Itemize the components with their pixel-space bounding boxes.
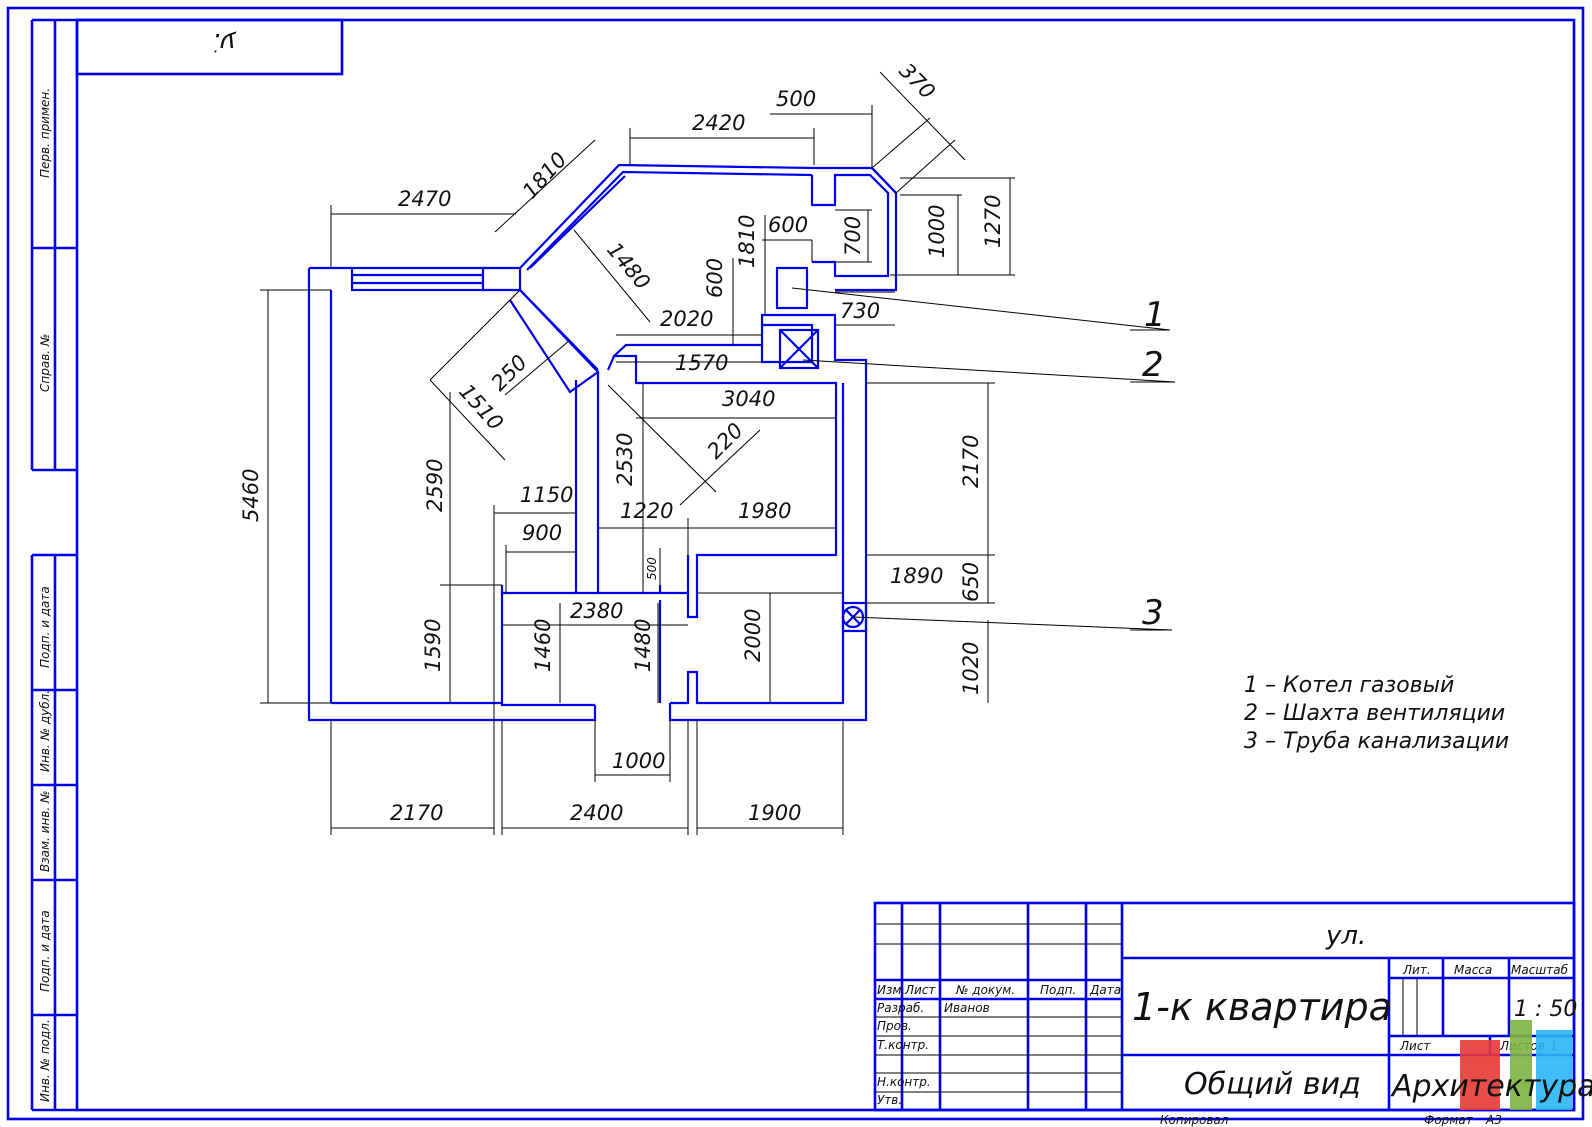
dim-2400: 2400 [570, 801, 623, 825]
role-developer: Разраб. [877, 1001, 924, 1015]
scale-value: 1 : 50 [1514, 997, 1577, 1022]
col-header-date: Дата [1089, 983, 1121, 997]
strip-label-6: Подп. и дата [38, 910, 52, 992]
col-header-izm: Изм. [877, 983, 905, 997]
format-label: Формат [1424, 1113, 1474, 1127]
strip-label-4: Инв. № дубл. [38, 690, 52, 772]
strip-label-7: Инв. № подл. [38, 1019, 52, 1102]
dim-900: 900 [522, 521, 562, 545]
strip-label-2: Справ. № [38, 334, 52, 392]
dim-1480b: 1480 [631, 619, 655, 672]
dim-5460: 5460 [239, 469, 263, 522]
callout-2: 2 [1142, 345, 1164, 385]
dim-730: 730 [840, 299, 880, 323]
dimension-lines [260, 71, 1176, 835]
dim-500b: 500 [645, 557, 659, 580]
strip-label-5: Взам. инв. № [38, 791, 52, 872]
dim-1460: 1460 [531, 619, 555, 672]
dim-1890: 1890 [890, 564, 943, 588]
dim-370: 370 [894, 59, 939, 104]
dim-2420: 2420 [692, 111, 745, 135]
dim-2020: 2020 [660, 307, 713, 331]
corner-field-text: ע.ׂ [212, 27, 237, 57]
gas-boiler [775, 266, 809, 310]
col-header-list: Лист [904, 983, 936, 997]
role-ncontrol: Н.контр. [877, 1075, 931, 1089]
dim-650: 650 [959, 562, 983, 602]
dim-2470: 2470 [398, 187, 451, 211]
sheet-name: Общий вид [1184, 1067, 1361, 1102]
dim-2380: 2380 [570, 599, 623, 623]
dim-1020: 1020 [959, 642, 983, 695]
callout-3: 3 [1142, 593, 1164, 633]
dim-220: 220 [703, 418, 748, 463]
dim-1590: 1590 [421, 619, 445, 672]
dim-2170h: 2170 [390, 801, 443, 825]
sheet-frame [6, 6, 1585, 1121]
dim-1480a: 1480 [602, 238, 655, 294]
legend-item-1: 1 – Котел газовый [1244, 673, 1454, 698]
copied-label: Копировал [1160, 1113, 1229, 1127]
dim-1900: 1900 [748, 801, 801, 825]
dim-1000b: 1000 [612, 749, 665, 773]
strip-label-1: Перв. примен. [38, 88, 52, 178]
dim-1270: 1270 [981, 195, 1005, 248]
walls [307, 163, 898, 722]
organization-name: Архитектура [1390, 1069, 1592, 1104]
dim-2590: 2590 [423, 459, 447, 512]
dim-1980: 1980 [738, 499, 791, 523]
legend-item-3: 3 – Труба канализации [1244, 729, 1509, 754]
role-approved: Утв. [877, 1093, 902, 1107]
dim-600b: 600 [768, 213, 808, 237]
dim-1570: 1570 [675, 351, 728, 375]
sheet-label: Лист [1399, 1039, 1431, 1053]
watermark-logo [1460, 1020, 1572, 1110]
format-value: А3 [1485, 1113, 1502, 1127]
dim-3040: 3040 [722, 387, 775, 411]
ventilation-shaft [778, 328, 820, 370]
legend-item-2: 2 – Шахта вентиляции [1244, 701, 1505, 726]
role-tcontrol: Т.контр. [877, 1038, 929, 1052]
dim-1220: 1220 [620, 499, 673, 523]
dim-2000: 2000 [741, 609, 765, 662]
strip-label-3: Подп. и дата [38, 586, 52, 668]
col-header-sign: Подп. [1040, 983, 1076, 997]
dim-2530: 2530 [613, 433, 637, 486]
dim-1000a: 1000 [925, 205, 949, 258]
legend: 1 – Котел газовый 2 – Шахта вентиляции 3… [1244, 673, 1509, 754]
scale-label: Масштаб [1511, 963, 1569, 977]
street-text: ул. [1325, 921, 1366, 951]
dim-1810b: 1810 [735, 215, 759, 268]
dim-700: 700 [841, 216, 865, 256]
dim-500a: 500 [776, 87, 816, 111]
dim-250: 250 [487, 350, 532, 395]
dim-2170v: 2170 [959, 435, 983, 488]
callout-1: 1 [1144, 295, 1166, 335]
dim-1150: 1150 [520, 483, 573, 507]
lit-label: Лит. [1402, 963, 1431, 977]
dim-1810a: 1810 [518, 148, 572, 204]
mass-label: Масса [1454, 963, 1492, 977]
project-title: 1-к квартира [1132, 985, 1392, 1029]
role-checked: Пров. [877, 1019, 912, 1033]
col-header-doc: № докум. [955, 983, 1015, 997]
dim-600a: 600 [703, 258, 727, 298]
developer-name: Иванов [944, 1001, 990, 1015]
